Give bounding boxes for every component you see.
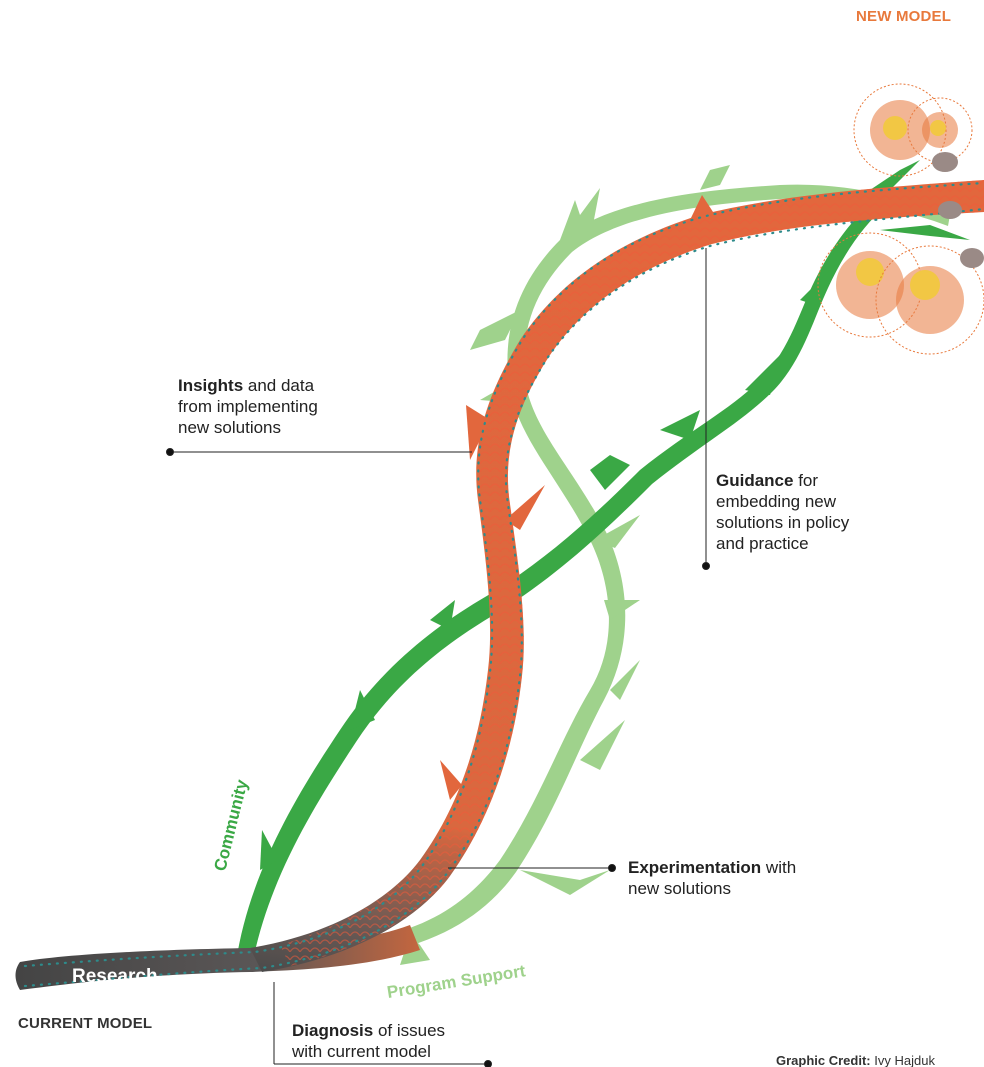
diagnosis-line2: with current model	[292, 1042, 431, 1061]
experimentation-dot	[608, 864, 616, 872]
community-branch	[236, 160, 970, 966]
diagnosis-callout: Diagnosis of issues with current model	[292, 1020, 445, 1062]
flower-bottom	[817, 201, 984, 355]
diagnosis-line1-rest: of issues	[373, 1021, 446, 1040]
current-model-label: CURRENT MODEL	[18, 1015, 153, 1032]
callout-lines	[166, 248, 710, 1067]
guidance-line1-rest: for	[793, 471, 819, 490]
experimentation-line1-rest: with	[761, 858, 797, 877]
guidance-bold: Guidance	[716, 471, 794, 490]
experimentation-callout: Experimentation with new solutions	[628, 857, 796, 899]
diagnosis-dot	[484, 1060, 492, 1067]
experimentation-line2: new solutions	[628, 879, 732, 898]
program-support-label: Program Support	[386, 961, 527, 1002]
insights-line3: new solutions	[178, 418, 282, 437]
new-model-label: NEW MODEL	[856, 8, 952, 25]
insights-line2: from implementing	[178, 397, 318, 416]
community-label: Community	[210, 777, 251, 873]
insights-callout: Insights and data from implementing new …	[178, 375, 318, 438]
flower-cluster	[817, 83, 984, 355]
guidance-line4: and practice	[716, 534, 809, 553]
guidance-callout: Guidance for embedding new solutions in …	[716, 470, 849, 554]
experimentation-bold: Experimentation	[628, 858, 762, 877]
research-trunk	[15, 180, 984, 990]
graphic-credit: Graphic Credit: Ivy Hajduk	[776, 1053, 935, 1067]
guidance-line3: solutions in policy	[716, 513, 850, 532]
insights-bold: Insights	[178, 376, 244, 395]
research-label: Research	[72, 966, 158, 987]
insights-dot	[166, 448, 174, 456]
guidance-dot	[702, 562, 710, 570]
guidance-line2: embedding new	[716, 492, 837, 511]
credit-prefix: Graphic Credit:	[776, 1053, 871, 1067]
diagnosis-bold: Diagnosis	[292, 1021, 374, 1040]
insights-line1-rest: and data	[243, 376, 315, 395]
flower-top	[853, 83, 973, 177]
credit-name: Ivy Hajduk	[874, 1053, 935, 1067]
